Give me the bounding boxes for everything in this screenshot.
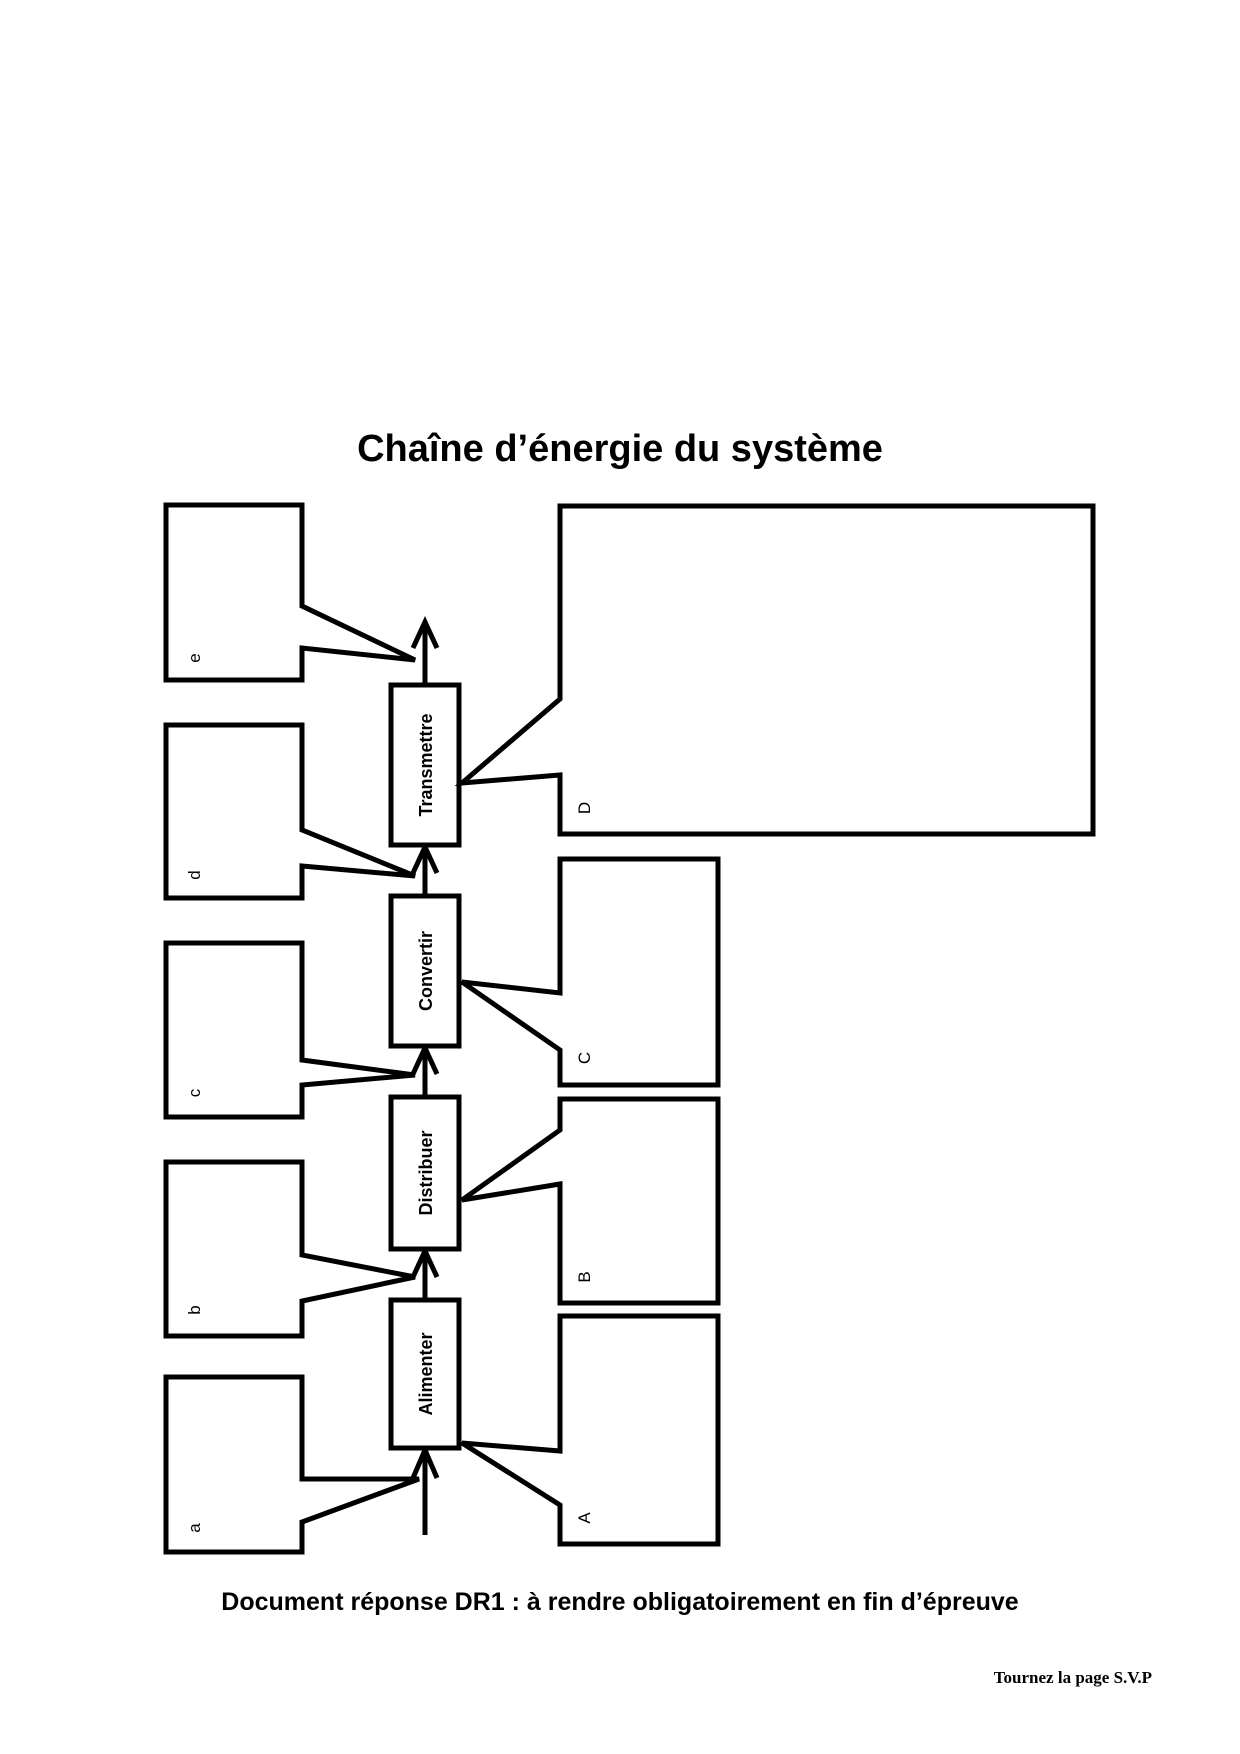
- callout-box-A[interactable]: [460, 1313, 721, 1547]
- callout-box-d[interactable]: [163, 722, 416, 901]
- box-letter-d: d: [185, 870, 204, 879]
- box-letter-b: b: [185, 1305, 204, 1314]
- callout-box-a[interactable]: [163, 1374, 420, 1555]
- function-box-convertir: [388, 893, 462, 1049]
- function-label-convertir: Convertir: [416, 931, 436, 1011]
- function-box-alimenter: [388, 1297, 462, 1451]
- box-letter-B: B: [575, 1271, 594, 1282]
- callout-box-b[interactable]: [163, 1159, 416, 1339]
- function-box-transmettre: [388, 682, 462, 848]
- page-title: Chaîne d’énergie du système: [357, 428, 883, 470]
- box-letter-C: C: [575, 1052, 594, 1064]
- callout-box-D[interactable]: [454, 503, 1096, 837]
- box-letter-A: A: [575, 1512, 594, 1524]
- box-letter-e: e: [185, 653, 204, 662]
- box-letter-c: c: [185, 1088, 204, 1097]
- callout-box-c[interactable]: [163, 940, 416, 1120]
- function-label-distribuer: Distribuer: [416, 1130, 436, 1215]
- callout-box-C[interactable]: [460, 856, 721, 1088]
- function-label-alimenter: Alimenter: [416, 1332, 436, 1415]
- callout-box-B[interactable]: [460, 1096, 721, 1306]
- callout-box-e[interactable]: [163, 502, 417, 683]
- document-footer-note: Document réponse DR1 : à rendre obligato…: [221, 1588, 1019, 1616]
- function-label-transmettre: Transmettre: [416, 713, 436, 816]
- box-letter-a: a: [185, 1523, 204, 1533]
- function-box-distribuer: [388, 1094, 462, 1252]
- turn-page-note: Tournez la page S.V.P: [993, 1668, 1152, 1687]
- box-letter-D: D: [575, 802, 594, 814]
- arrowhead-icon: [410, 616, 440, 650]
